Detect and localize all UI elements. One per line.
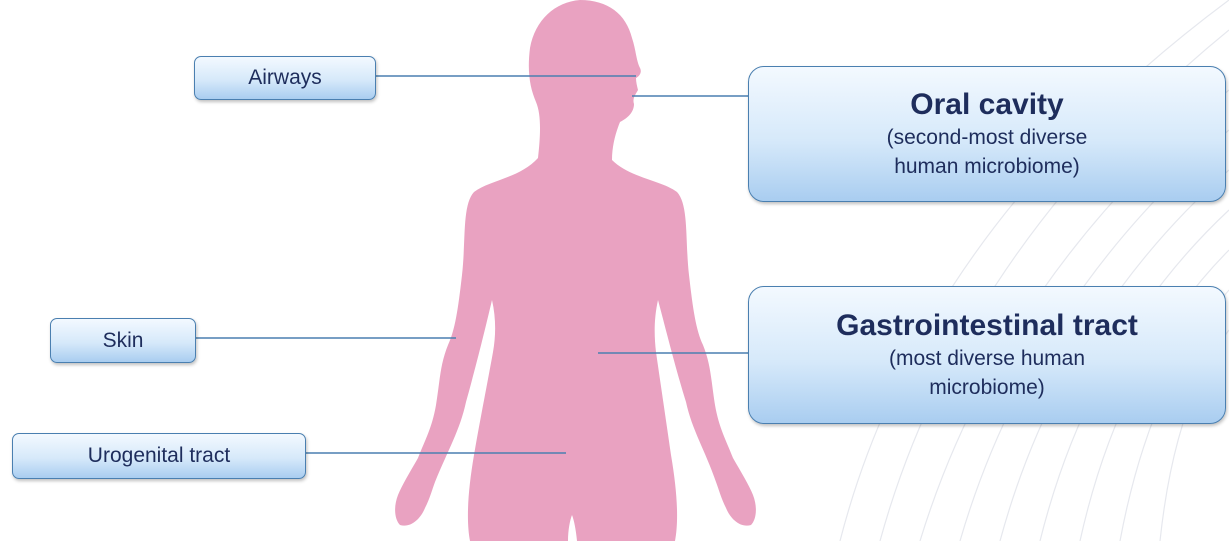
gastrointestinal-tract-label: Gastrointestinal tract (most diverse hum…	[748, 286, 1226, 424]
airways-text: Airways	[248, 66, 322, 90]
oral-cavity-subtitle-line1: (second-most diverse	[887, 123, 1088, 152]
skin-text: Skin	[103, 329, 144, 353]
gastrointestinal-tract-subtitle-line2: microbiome)	[929, 373, 1045, 402]
gastrointestinal-tract-title: Gastrointestinal tract	[836, 308, 1138, 344]
airways-label: Airways	[194, 56, 376, 100]
oral-cavity-label: Oral cavity (second-most diverse human m…	[748, 66, 1226, 202]
skin-label: Skin	[50, 318, 196, 363]
oral-cavity-title: Oral cavity	[910, 87, 1063, 123]
oral-cavity-subtitle-line2: human microbiome)	[894, 152, 1080, 181]
gastrointestinal-tract-subtitle-line1: (most diverse human	[889, 344, 1085, 373]
urogenital-tract-text: Urogenital tract	[88, 444, 230, 468]
urogenital-tract-label: Urogenital tract	[12, 433, 306, 479]
